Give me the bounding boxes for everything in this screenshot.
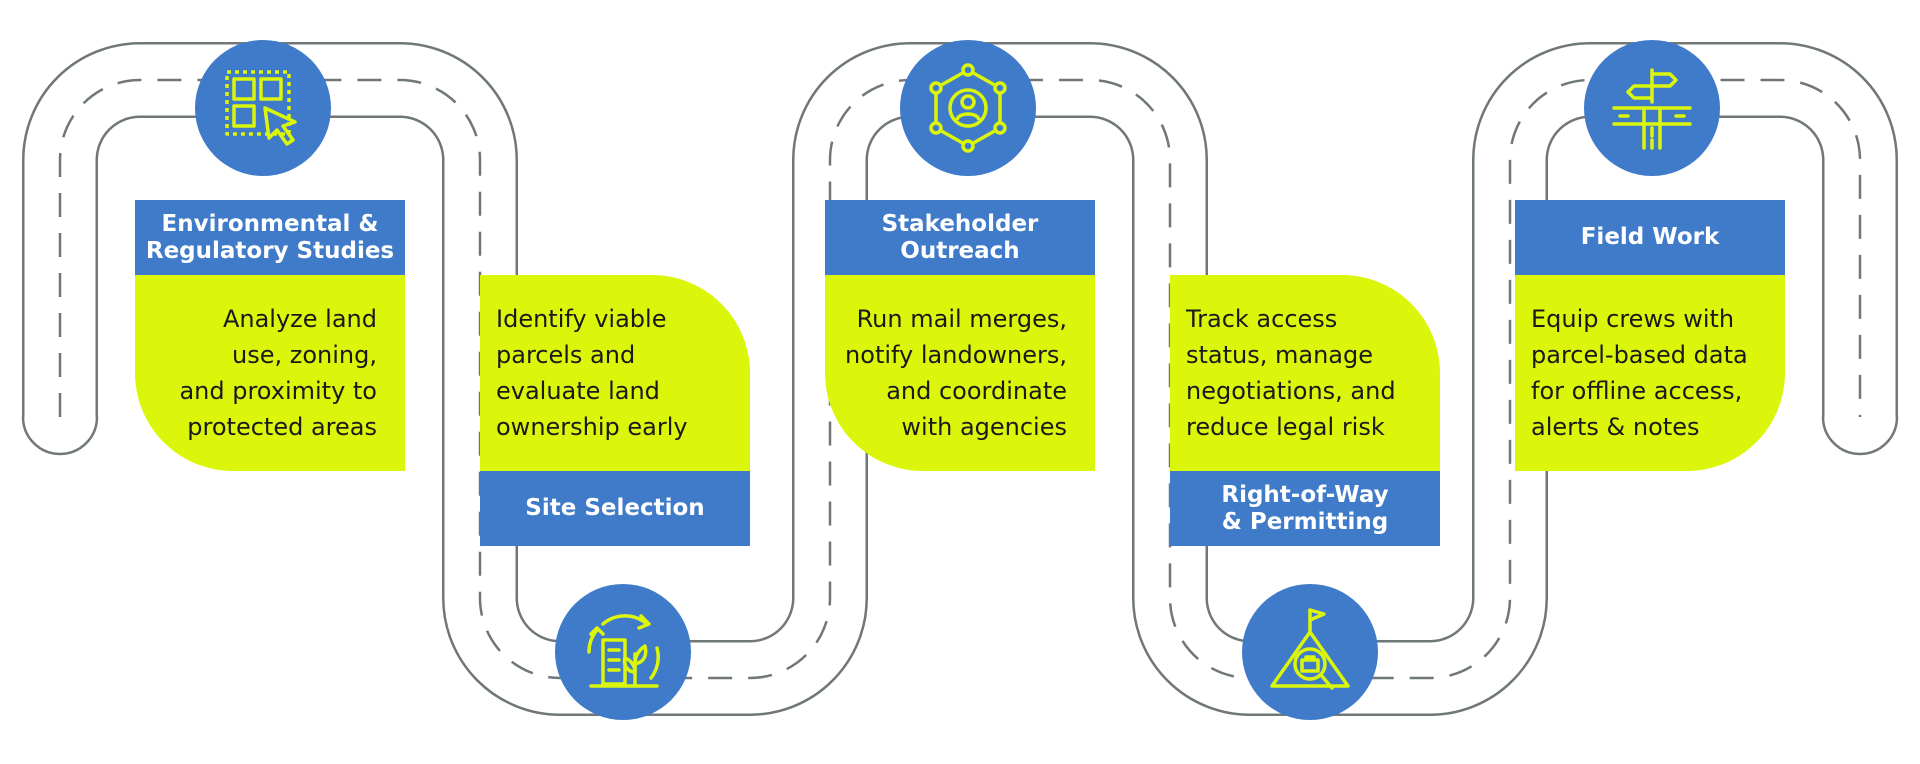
grid-select-cursor-icon xyxy=(195,40,331,176)
step-title: Field Work xyxy=(1515,200,1785,275)
building-cycle-icon xyxy=(555,584,691,720)
signpost-crossroad-icon xyxy=(1584,40,1720,176)
step-title: Stakeholder Outreach xyxy=(825,200,1095,275)
step-title: Right-of-Way & Permitting xyxy=(1170,471,1440,546)
step-title: Site Selection xyxy=(480,471,750,546)
step-description: Identify viable parcels and evaluate lan… xyxy=(480,275,750,471)
step-description: Analyze land use, zoning, and proximity … xyxy=(135,275,405,471)
step-description: Equip crews with parcel-based data for o… xyxy=(1515,275,1785,471)
step-description: Track access status, manage negotiations… xyxy=(1170,275,1440,471)
stakeholder-network-icon xyxy=(900,40,1036,176)
mountain-briefcase-icon xyxy=(1242,584,1378,720)
step-title: Environmental & Regulatory Studies xyxy=(135,200,405,275)
step-description: Run mail merges, notify landowners, and … xyxy=(825,275,1095,471)
